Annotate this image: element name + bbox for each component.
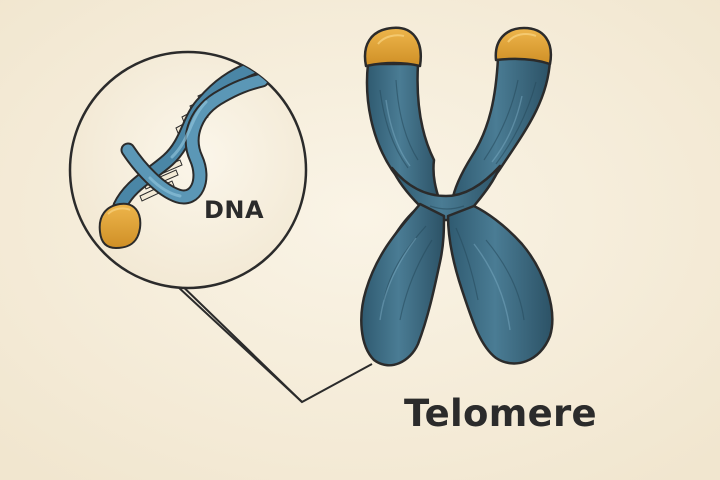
callout-line-lower (176, 285, 303, 403)
chromosome-lower-right-arm (446, 204, 554, 365)
chromosome-lower-left-arm (360, 202, 446, 367)
telomere-cap-upper-right (494, 26, 553, 66)
telomere-cap-upper-left (363, 26, 423, 68)
dna-telomere-cap (98, 202, 142, 250)
chromosome-texture (379, 79, 537, 321)
dna-label: DNA (204, 196, 265, 224)
telomere-label: Telomere (404, 392, 597, 435)
callout-lines (139, 244, 373, 404)
magnifier-circle (68, 50, 308, 290)
dna-helix (112, 60, 270, 214)
chromosome (360, 26, 554, 367)
